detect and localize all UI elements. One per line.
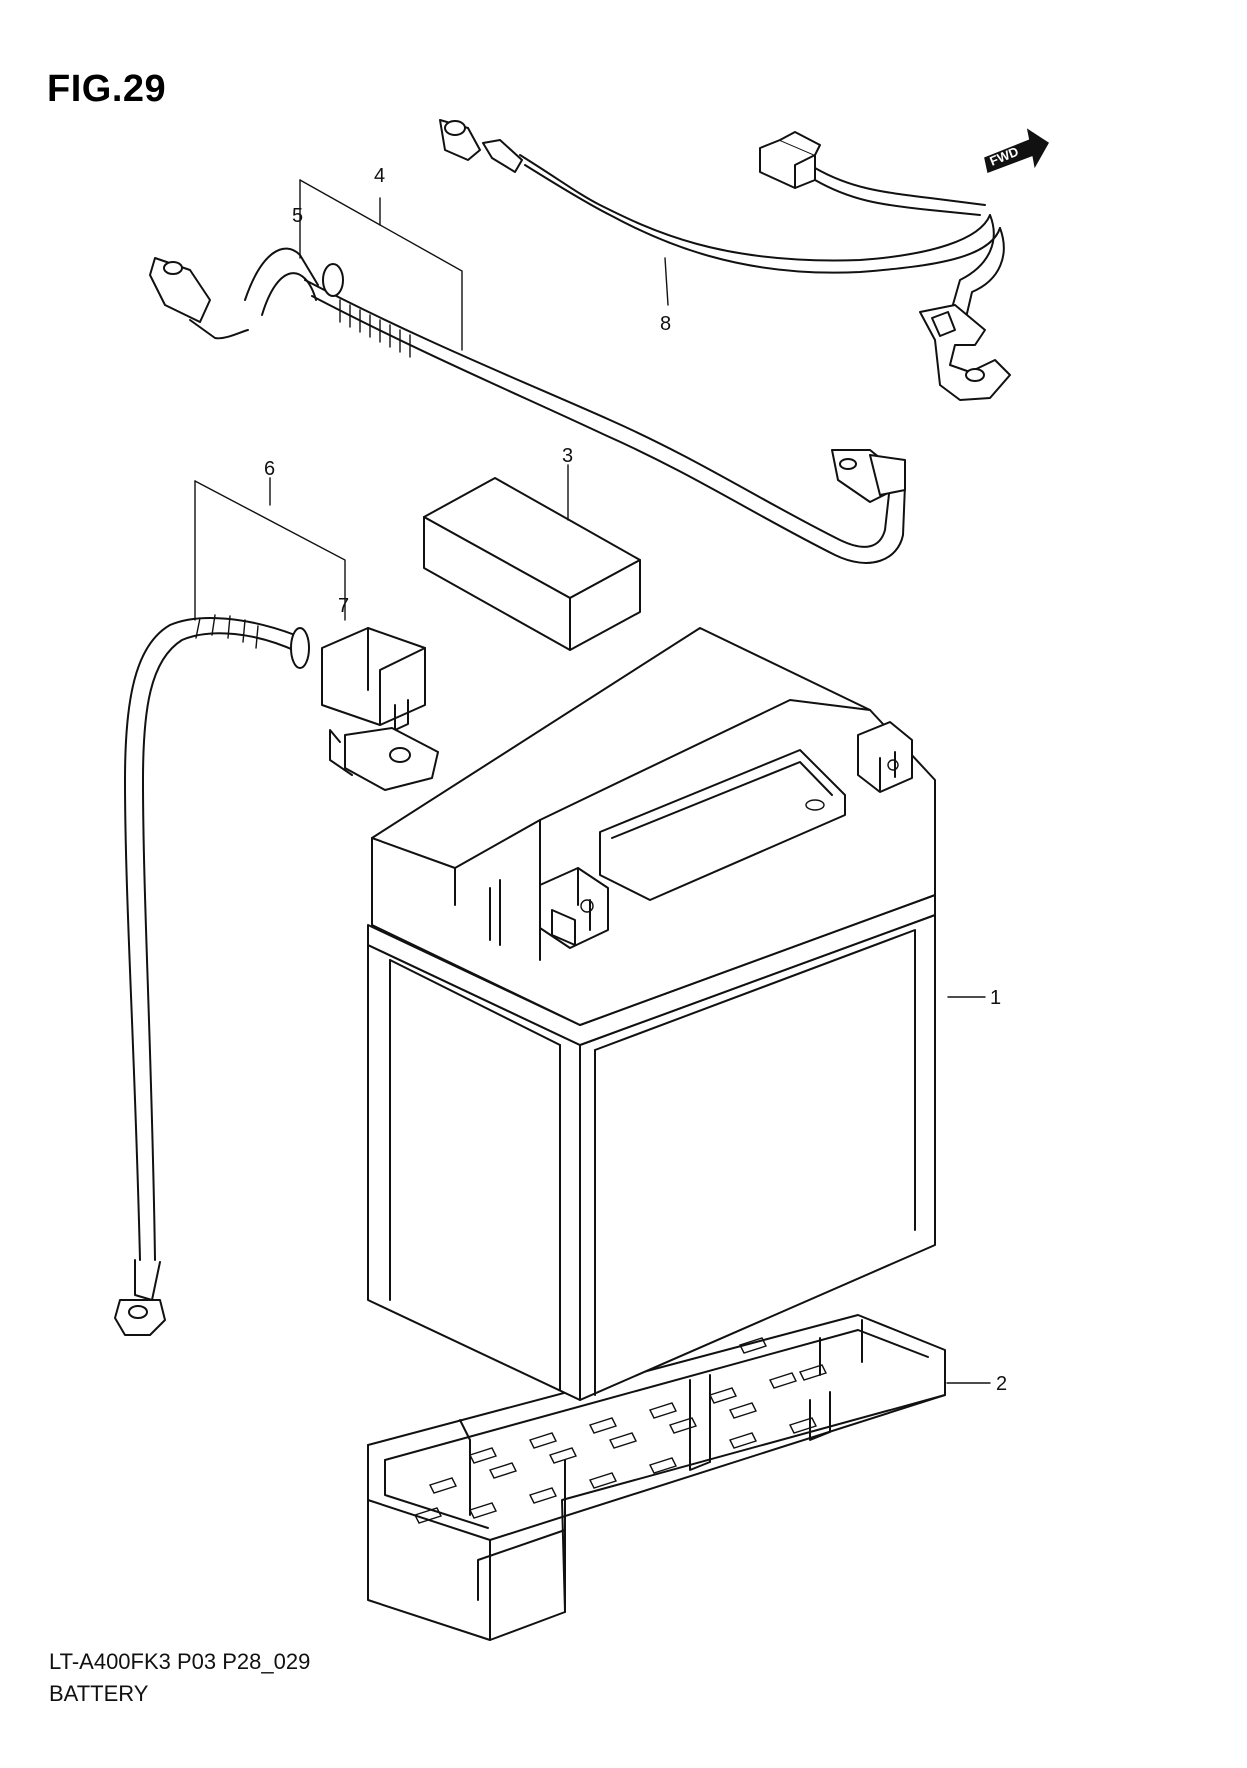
negative-battery-cable [114, 614, 439, 1336]
callout-4: 4 [374, 165, 385, 187]
battery-rubber-pad [423, 477, 641, 651]
model-code: LT-A400FK3 P03 P28_029 [49, 1649, 311, 1674]
callout-2: 2 [996, 1373, 1007, 1395]
callout-1: 1 [990, 987, 1001, 1009]
wiring-harness [439, 119, 1011, 401]
callout-labels: 1 2 3 4 5 6 7 8 [264, 165, 1007, 1395]
battery-tray [367, 1314, 946, 1641]
callout-6: 6 [264, 458, 275, 480]
forward-direction-arrow-icon: FWD [984, 128, 1049, 174]
positive-battery-cable [149, 247, 906, 564]
diagram-footer: LT-A400FK3 P03 P28_029 BATTERY [49, 1646, 310, 1710]
callout-8: 8 [660, 313, 671, 335]
figure-title: FIG.29 [47, 68, 167, 110]
battery [367, 627, 936, 1401]
callout-5: 5 [292, 205, 303, 227]
leader-lines [194, 179, 991, 1384]
section-name: BATTERY [49, 1681, 149, 1706]
callout-3: 3 [562, 445, 573, 467]
callout-7: 7 [338, 595, 349, 617]
